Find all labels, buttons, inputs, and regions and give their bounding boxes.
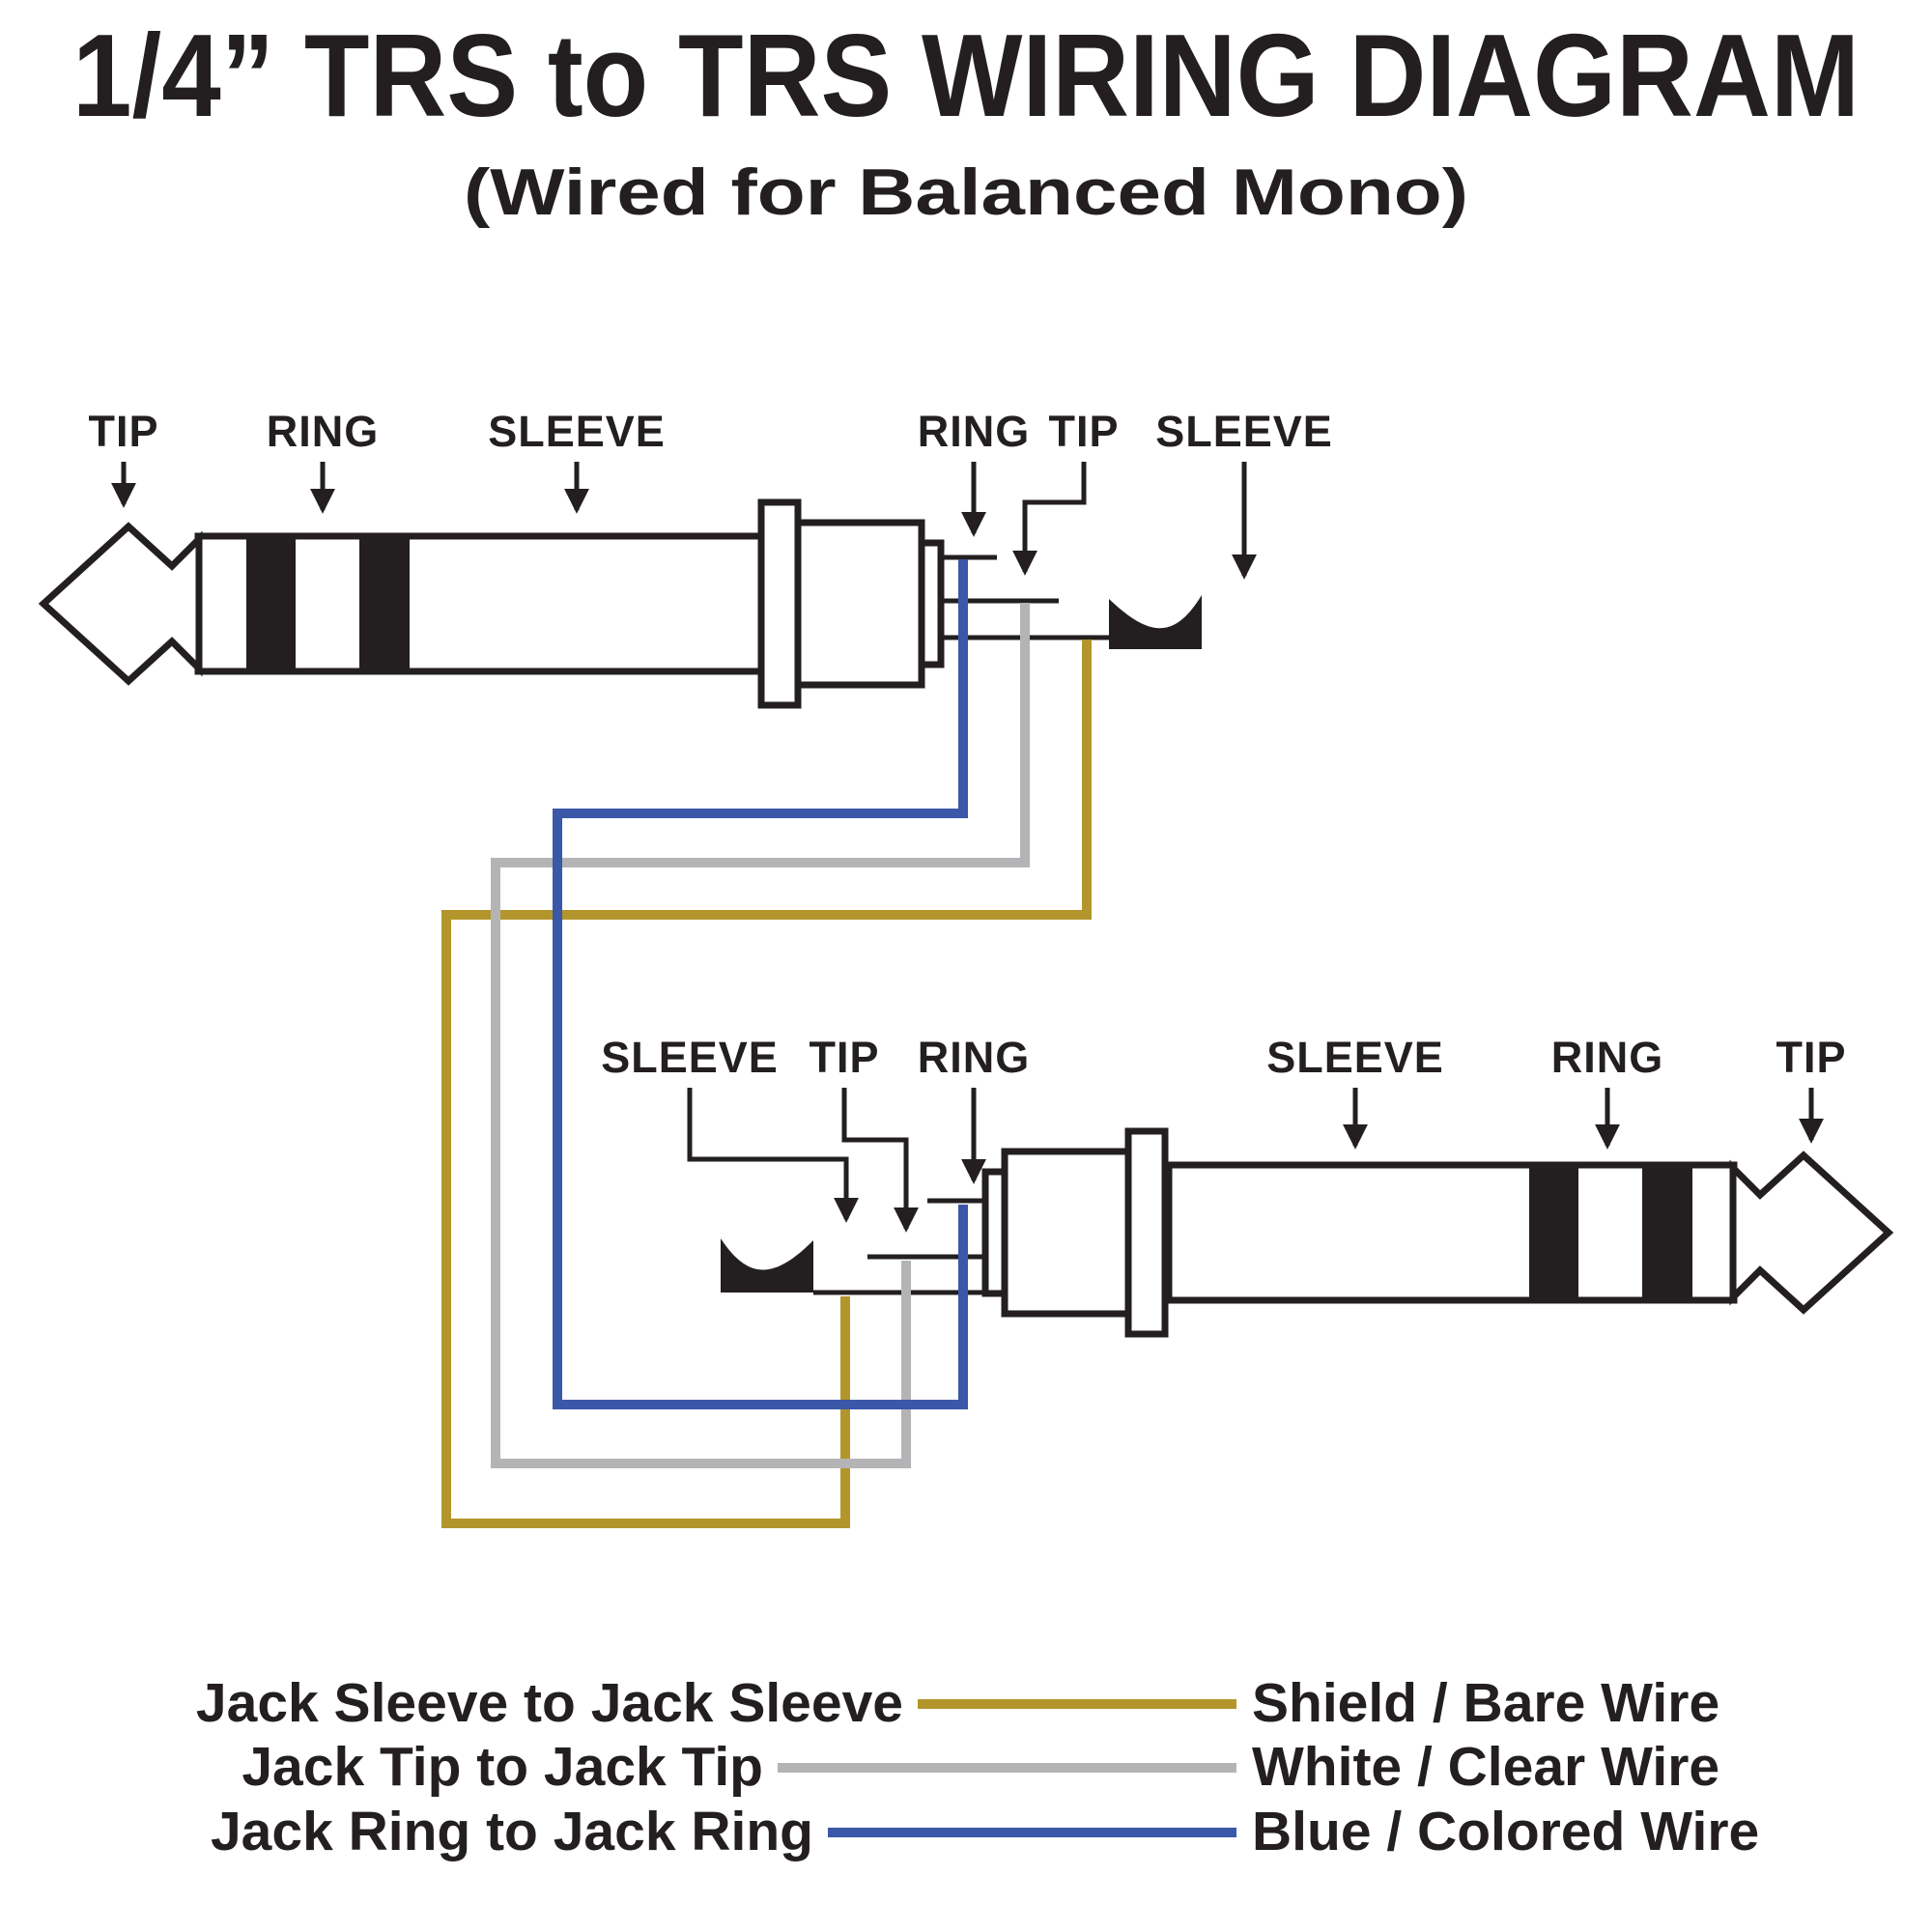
blue-wire: [553, 559, 968, 1409]
top-sleeve-lug: [1109, 595, 1202, 649]
legend: Jack Sleeve to Jack Sleeve Shield / Bare…: [196, 1672, 1759, 1862]
bottom-label-sleeve: SLEEVE: [1266, 1033, 1444, 1082]
wires: [441, 559, 1092, 1528]
bottom-plug-tip: [1729, 1151, 1894, 1315]
top-label-ring: RING: [267, 407, 380, 456]
top-plug-shell: [794, 519, 925, 689]
top-plug-band-1: [246, 536, 296, 671]
bottom-sleeve-lug: [721, 1238, 813, 1293]
top-label-tip: TIP: [88, 407, 158, 456]
shield-wire: [441, 639, 1092, 1528]
bottom-label-back-tip: TIP: [809, 1033, 879, 1082]
bottom-plug-shell: [1001, 1148, 1132, 1318]
bottom-label-back-sleeve: SLEEVE: [601, 1033, 779, 1082]
top-back-tip-arrow: [1012, 462, 1087, 576]
top-label-back-ring: RING: [918, 407, 1031, 456]
legend-wire-shield: Shield / Bare Wire: [1252, 1672, 1719, 1734]
top-plug-band-2: [359, 536, 410, 671]
bottom-label-tip: TIP: [1776, 1033, 1846, 1082]
top-label-sleeve: SLEEVE: [488, 407, 666, 456]
bottom-label-ring: RING: [1551, 1033, 1664, 1082]
white-wire: [491, 603, 1030, 1468]
page-title: 1/4” TRS to TRS WIRING DIAGRAM: [72, 10, 1860, 141]
top-label-back-sleeve: SLEEVE: [1155, 407, 1333, 456]
legend-wire-white: White / Clear Wire: [1252, 1736, 1719, 1798]
bottom-plug-step: [981, 1168, 1009, 1297]
bottom-trs-plug: SLEEVE TIP RING SLEEVE RING TIP: [601, 1033, 1894, 1338]
page-subtitle: (Wired for Balanced Mono): [464, 156, 1468, 229]
bottom-plug-collar: [1124, 1127, 1169, 1338]
legend-connection-ring: Jack Ring to Jack Ring: [211, 1801, 813, 1862]
bottom-back-tip-arrow: [841, 1088, 919, 1233]
legend-connection-sleeve: Jack Sleeve to Jack Sleeve: [196, 1672, 903, 1734]
top-trs-plug: TIP RING SLEEVE RING TIP SLEEVE: [38, 407, 1333, 709]
bottom-back-sleeve-arrow: [687, 1088, 859, 1223]
top-plug-step: [918, 539, 945, 668]
bottom-plug-band-1: [1529, 1165, 1578, 1300]
bottom-plug-body: [1165, 1161, 1738, 1304]
bottom-plug-band-2: [1642, 1165, 1692, 1300]
legend-connection-tip: Jack Tip to Jack Tip: [242, 1736, 763, 1798]
top-plug-collar: [757, 498, 802, 709]
bottom-label-back-ring: RING: [918, 1033, 1031, 1082]
top-label-back-tip: TIP: [1048, 407, 1119, 456]
legend-wire-blue: Blue / Colored Wire: [1252, 1801, 1759, 1862]
top-plug-tip: [38, 522, 203, 686]
